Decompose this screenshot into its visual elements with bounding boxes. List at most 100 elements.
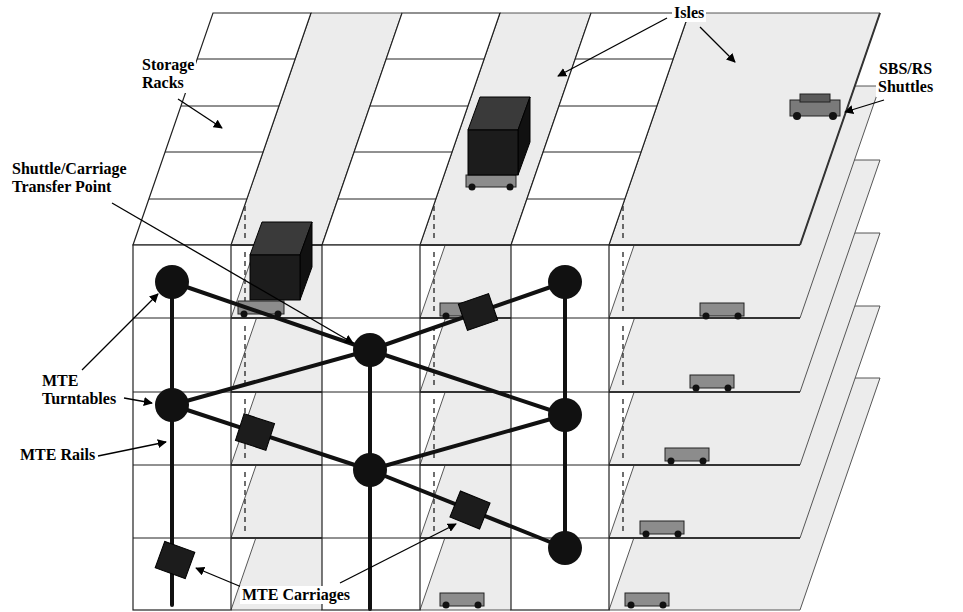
shuttle: [443, 313, 450, 320]
mte-turntable: [353, 453, 387, 487]
mte-carriage: [235, 414, 274, 451]
leader-line: [196, 568, 244, 588]
rack-cell-line: [165, 152, 263, 153]
rack-divider: [433, 472, 434, 532]
mte-turntable: [353, 333, 387, 367]
rack-cell-line: [559, 106, 657, 107]
shuttle: [628, 602, 635, 609]
shuttle: [475, 602, 482, 609]
leader-line: [98, 442, 166, 456]
rack-cell-line: [511, 318, 609, 319]
part-label: Storage Racks: [140, 56, 196, 93]
part-label: MTE Carriages: [240, 586, 352, 604]
shelf-edge: [420, 464, 511, 466]
rack-cell-line: [511, 465, 609, 466]
mte-rail: [370, 282, 565, 350]
shuttle: [793, 112, 801, 120]
shelf-edge: [800, 13, 880, 245]
leader-line: [178, 99, 222, 128]
mte-turntable: [155, 265, 189, 299]
rack-cell-line: [197, 59, 295, 60]
mte-rail: [370, 415, 565, 470]
shuttle: [829, 112, 837, 120]
mte-turntable: [548, 398, 582, 432]
leader-line: [558, 18, 667, 76]
shuttle: [703, 313, 710, 320]
rack-cell-line: [133, 59, 673, 538]
rack-cell-line: [133, 465, 231, 466]
part-label: MTE Rails: [18, 446, 97, 464]
mte-carriage: [450, 491, 490, 529]
shelf-edge: [420, 244, 511, 246]
shuttle: [469, 184, 476, 191]
shuttle: [725, 385, 732, 392]
mte-carriage: [458, 294, 497, 331]
mte-turntable: [548, 265, 582, 299]
rack-divider: [433, 326, 434, 386]
leader-line: [82, 294, 158, 370]
shuttle: [643, 531, 650, 538]
rack-cell-line: [133, 538, 231, 539]
rack-cell-line: [511, 392, 609, 393]
rack-cell-line: [386, 59, 484, 60]
shelf-edge: [609, 391, 800, 393]
storage-rack: [133, 13, 689, 610]
shelf-edge: [609, 464, 800, 466]
rack-divider: [622, 326, 623, 386]
shuttle: [735, 313, 742, 320]
rack-cell-line: [338, 199, 436, 200]
shuttle: [800, 94, 830, 102]
rack-divider: [622, 472, 623, 532]
storage-rack: [511, 13, 689, 245]
shuttle: [660, 602, 667, 609]
rack-divider: [433, 252, 434, 312]
leader-line: [340, 524, 456, 583]
rack-cell-line: [322, 318, 420, 319]
shuttle: [675, 531, 682, 538]
shuttle: [668, 458, 675, 465]
rack-cell-line: [354, 152, 452, 153]
leader-line: [112, 203, 353, 343]
shelf-edge: [609, 244, 800, 246]
leader-line: [82, 18, 884, 588]
rack-cell-line: [543, 152, 641, 153]
shelf-edge: [231, 391, 322, 393]
storage-rack: [133, 245, 231, 610]
shelf-edge: [231, 537, 322, 539]
leader-line: [700, 27, 735, 62]
mte-rail: [172, 350, 370, 405]
storage-tote: [250, 255, 300, 300]
shelf-edge: [609, 537, 800, 539]
mte-turntable: [155, 265, 582, 565]
mte-rail: [172, 282, 565, 609]
storage-tote: [300, 222, 312, 300]
mte-turntable: [548, 531, 582, 565]
shuttle: [693, 385, 700, 392]
shuttle: [507, 184, 514, 191]
storage-rack: [133, 13, 311, 245]
aisle-shelf: [231, 13, 880, 610]
mte-turntable: [155, 388, 189, 422]
shuttle: [241, 311, 248, 318]
storage-rack: [322, 245, 420, 610]
part-label: MTE Turntables: [40, 372, 118, 409]
shuttle: [700, 458, 707, 465]
rack-divider: [622, 252, 623, 312]
storage-tote: [518, 97, 530, 175]
storage-tote: [468, 130, 518, 175]
rack-divider: [622, 399, 623, 459]
rack-divider: [244, 326, 245, 386]
shuttle: [443, 602, 450, 609]
part-label: Isles: [672, 4, 706, 22]
rack-cell-line: [527, 199, 625, 200]
mte-rail: [370, 350, 565, 415]
shelf-edge: [420, 537, 511, 539]
mte-rail: [370, 470, 565, 548]
mte-rail: [172, 405, 370, 470]
leader-line: [845, 100, 884, 112]
shelf-edge: [231, 464, 322, 466]
mte-carriage: [155, 541, 195, 578]
storage-rack: [322, 13, 500, 245]
part-label: SBS/RS Shuttles: [876, 60, 935, 97]
